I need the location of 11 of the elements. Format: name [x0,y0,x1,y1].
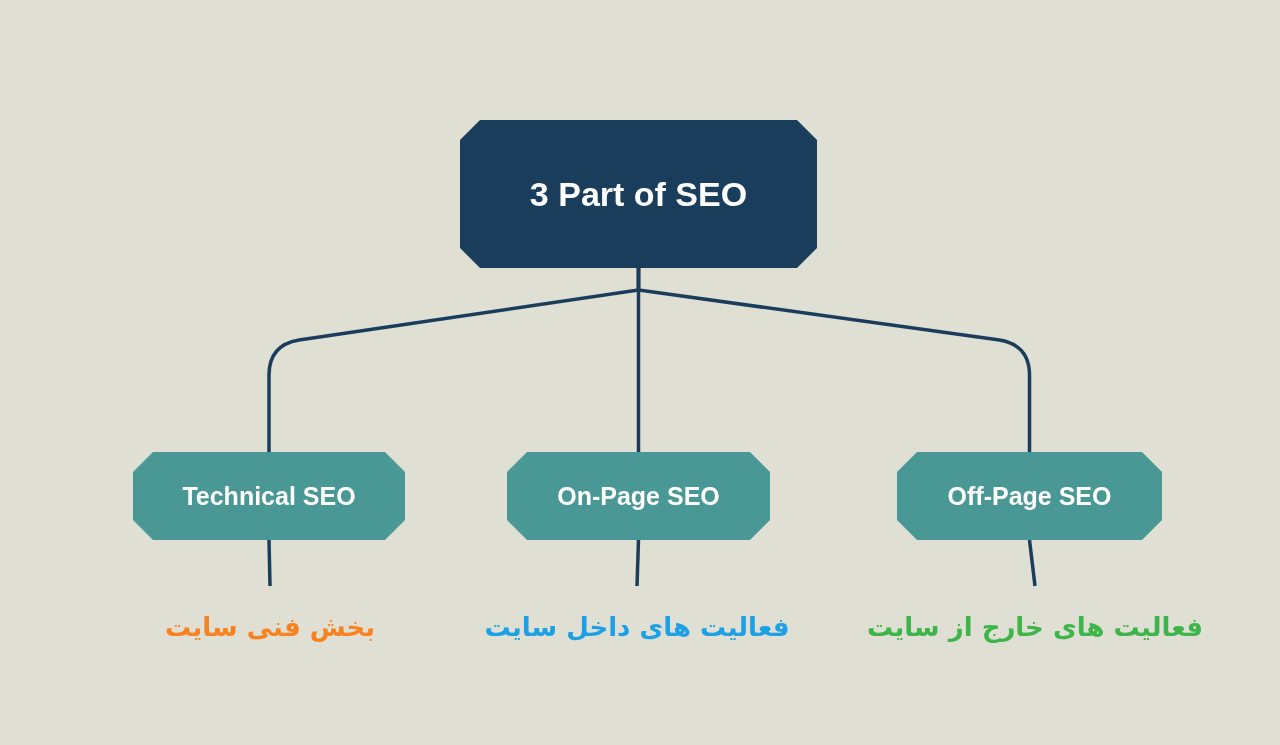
category-box: On-Page SEO [507,452,770,540]
colored-caption: بخش فنی سایت [165,608,375,646]
colored-caption: فعالیت های خارج از سایت [867,608,1203,646]
category-box: Technical SEO [133,452,405,540]
category-box: Off-Page SEO [897,452,1162,540]
colored-caption: فعالیت های داخل سایت [484,608,790,646]
connector-line [635,539,641,587]
connector-line [636,268,1032,452]
connector-line [267,539,272,587]
title-box: 3 Part of SEO [460,120,817,268]
connector-line [1027,539,1037,587]
